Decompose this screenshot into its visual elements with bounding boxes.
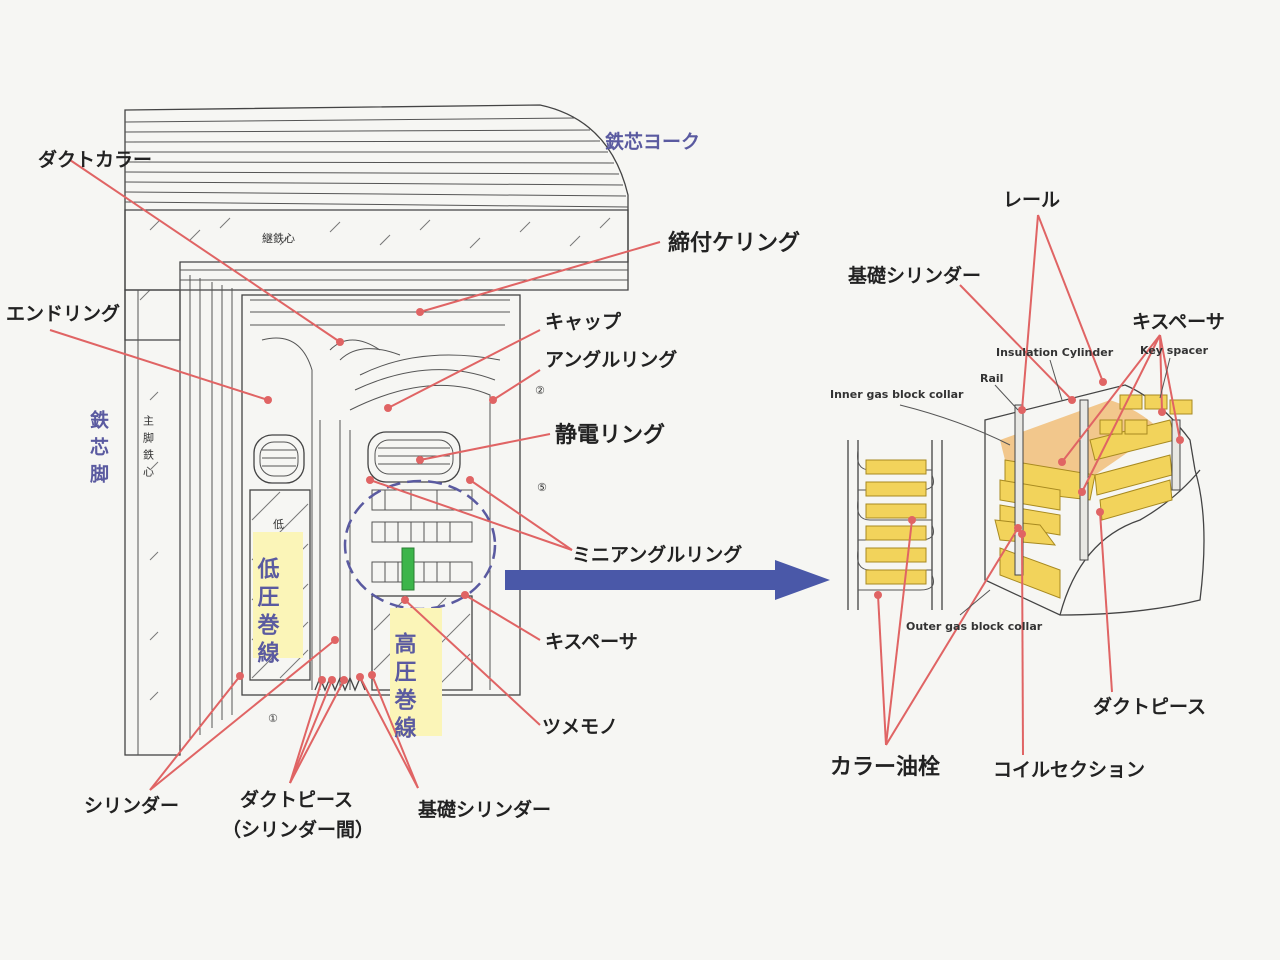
coil-section-label: コイルセクション (993, 759, 1145, 781)
gas-block-collar-view (847, 440, 943, 610)
static-ring-label: 静電リング (555, 422, 665, 448)
duct-piece-label-right: ダクトピース (1093, 695, 1206, 718)
key-spacer-label-right: キスペーサ (1132, 311, 1225, 333)
right-detail-drawing (847, 384, 1205, 616)
duct-piece-cyl-sub-label: （シリンダー間） (222, 818, 374, 841)
main-leg-label: 主脚鉄心 (142, 415, 155, 483)
inner-collar-label: Inner gas block collar (830, 388, 964, 401)
leader-lines (49, 159, 1184, 791)
english-leader-lines (899, 357, 1171, 616)
core-leg-drawing (124, 270, 233, 756)
marker-2: ② (535, 384, 545, 397)
base-cylinder-label-left: 基礎シリンダー (417, 798, 551, 821)
low-voltage-winding-label: 低圧巻線 (254, 557, 281, 669)
rail-en-label: Rail (980, 372, 1003, 385)
left-cross-section (124, 104, 629, 756)
insulation-cylinder-label: Insulation Cylinder (996, 346, 1114, 359)
duct-collar-label: ダクトカラー (38, 148, 152, 171)
core-yoke-drawing (124, 104, 629, 341)
zoom-arrow (505, 560, 830, 600)
clamping-ring-label: 締付ケリング (668, 230, 800, 256)
low-voltage-highlight (253, 532, 303, 658)
hv-disc-rows (371, 489, 473, 583)
rail-label-jp: レール (1003, 189, 1060, 211)
cylinder-label: シリンダー (84, 794, 179, 817)
cap-label: キャップ (545, 310, 622, 333)
outer-collar-label: Outer gas block collar (906, 620, 1043, 633)
core-yoke-label: 鉄芯ヨーク (605, 130, 700, 153)
tsumemono-label: ツメモノ (542, 716, 618, 738)
zoom-callout-circle (343, 479, 497, 611)
end-ring-label: エンドリング (6, 302, 120, 325)
low-small-label: 低 (273, 518, 284, 531)
angle-ring-label: アングルリング (545, 348, 677, 371)
key-spacer-en-label: Key spacer (1140, 344, 1209, 357)
marker-1: ① (268, 712, 278, 725)
collar-plug-label: カラー油栓 (830, 755, 940, 780)
mini-angle-ring-label: ミニアングルリング (572, 543, 742, 566)
duct-piece-cyl-label: ダクトピース (240, 788, 353, 811)
high-voltage-winding-label: 高圧巻線 (391, 631, 417, 744)
core-leg-label: 鉄芯脚 (87, 409, 109, 491)
marker-5: ⑤ (537, 481, 547, 494)
key-spacer-label-left: キスペーサ (545, 631, 638, 653)
green-key-spacer (401, 547, 415, 591)
winding-region-drawing (241, 294, 521, 696)
base-cylinder-label-right: 基礎シリンダー (847, 264, 981, 287)
high-voltage-highlight (390, 608, 442, 736)
yoke-inner-label: 継鉄心 (262, 231, 295, 245)
